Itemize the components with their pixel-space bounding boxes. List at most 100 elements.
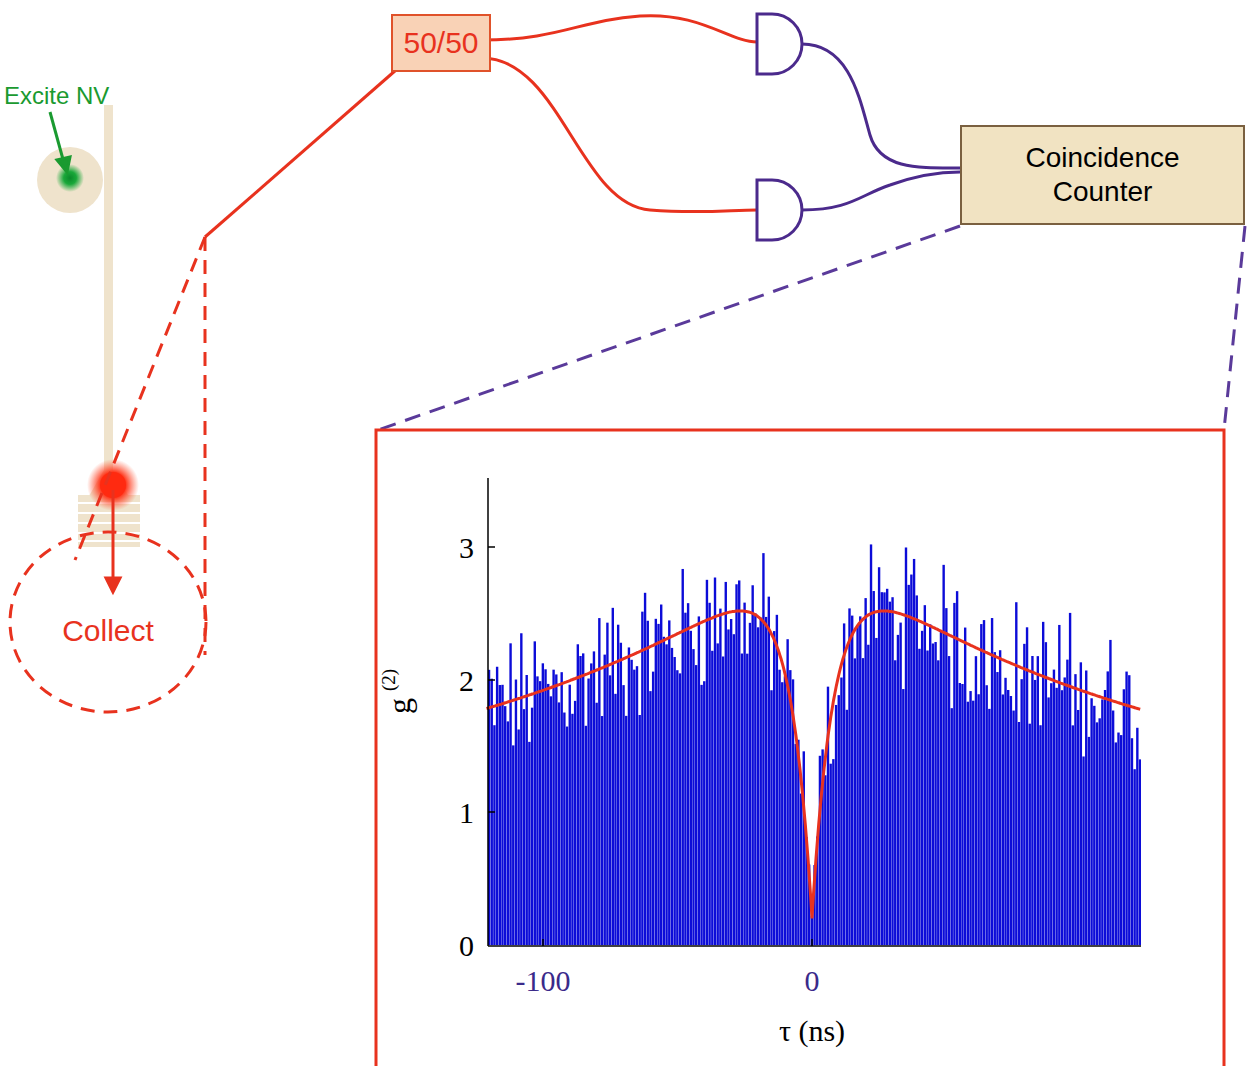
drawing-part: [104, 105, 113, 475]
drawing-part: [1101, 699, 1103, 945]
drawing-part: [641, 612, 643, 945]
drawing-part: [590, 663, 592, 945]
drawing-part: [1139, 759, 1141, 945]
drawing-part: [78, 512, 140, 514]
drawing-part: [649, 691, 651, 945]
drawing-part: [905, 547, 907, 945]
drawing-part: [1029, 724, 1031, 945]
drawing-part: [703, 681, 705, 945]
drawing-part: [1018, 722, 1020, 945]
drawing-part: [1080, 662, 1082, 945]
drawing-part: [647, 621, 649, 945]
drawing-part: [889, 602, 891, 945]
drawing-part: [560, 672, 562, 945]
drawing-part: [574, 701, 576, 945]
drawing-part: [840, 678, 842, 945]
drawing-part: [622, 685, 624, 945]
drawing-part: [555, 674, 557, 945]
drawing-part: [770, 690, 772, 945]
drawing-part: [891, 597, 893, 945]
drawing-part: [378, 226, 960, 430]
tick-label: 0: [805, 964, 820, 997]
drawing-part: [566, 727, 568, 945]
drawing-part: [986, 685, 988, 945]
drawing-part: [856, 626, 858, 945]
drawing-part: [846, 710, 848, 945]
drawing-part: [1131, 738, 1133, 945]
drawing-part: [1053, 670, 1055, 945]
drawing-part: [612, 608, 614, 945]
drawing-part: [899, 623, 901, 945]
drawing-part: [577, 644, 579, 945]
drawing-part: [784, 676, 786, 945]
drawing-part: [910, 575, 912, 945]
drawing-part: [1224, 226, 1245, 430]
node-text: 50/50: [403, 25, 478, 61]
drawing-part: [482, 58, 757, 212]
drawing-part: [714, 578, 716, 945]
drawing-part: [803, 751, 805, 945]
drawing-part: [517, 729, 519, 945]
drawing-part: [1026, 627, 1028, 945]
drawing-part: [515, 680, 517, 945]
drawing-part: [609, 675, 611, 945]
drawing-part: [536, 676, 538, 945]
drawing-part: [57, 157, 70, 172]
drawing-part: [706, 580, 708, 945]
collect-label: Collect: [62, 614, 154, 647]
drawing-part: [945, 608, 947, 945]
drawing-part: [1109, 640, 1111, 945]
drawing-part: [854, 658, 856, 945]
drawing-part: [639, 715, 641, 945]
drawing-part: [487, 478, 489, 946]
drawing-part: [757, 14, 802, 74]
drawing-part: [757, 180, 802, 240]
drawing-part: [1090, 698, 1092, 945]
drawing-part: [682, 569, 684, 945]
excite-arrow: [50, 112, 70, 172]
drawing-part: [1050, 683, 1052, 945]
drawing-part: [501, 685, 503, 945]
drawing-part: [886, 589, 888, 945]
drawing-part: [1010, 696, 1012, 945]
drawing-part: [711, 651, 713, 945]
tick-label: 3: [459, 531, 474, 564]
drawing-part: [870, 544, 872, 945]
drawing-part: [948, 656, 950, 945]
drawing-part: [824, 775, 826, 945]
drawing-part: [994, 652, 996, 945]
drawing-part: [937, 660, 939, 945]
drawing-part: [1088, 737, 1090, 945]
drawing-part: [741, 654, 743, 945]
drawing-part: [1055, 688, 1057, 945]
drawing-part: [636, 666, 638, 945]
drawing-part: [1104, 690, 1106, 945]
drawing-part: [991, 618, 993, 945]
node-text: Coincidence Counter: [983, 141, 1223, 208]
drawing-part: [867, 645, 869, 945]
drawing-part: [924, 605, 926, 945]
drawing-part: [56, 164, 84, 192]
drawing-part: [1136, 728, 1138, 945]
drawing-part: [762, 553, 764, 945]
plot-frame: [376, 430, 1224, 1066]
drawing-part: [542, 663, 544, 945]
drawing-part: [75, 237, 205, 560]
drawing-part: [1066, 660, 1068, 945]
drawing-part: [552, 670, 554, 945]
drawing-part: [725, 582, 727, 945]
drawing-part: [558, 702, 560, 945]
drawing-part: [719, 609, 721, 945]
drawing-part: [983, 620, 985, 945]
drawing-part: [1112, 711, 1114, 945]
drawing-part: [676, 670, 678, 945]
drawing-part: [547, 684, 549, 945]
drawing-part: [733, 634, 735, 945]
axis-title: g: [382, 698, 417, 714]
drawing-part: [746, 654, 748, 945]
drawing-part: [926, 651, 928, 946]
histogram-bars: [488, 544, 1141, 945]
drawing-part: [977, 694, 979, 945]
drawing-part: [504, 706, 506, 945]
drawing-part: [1047, 697, 1049, 945]
